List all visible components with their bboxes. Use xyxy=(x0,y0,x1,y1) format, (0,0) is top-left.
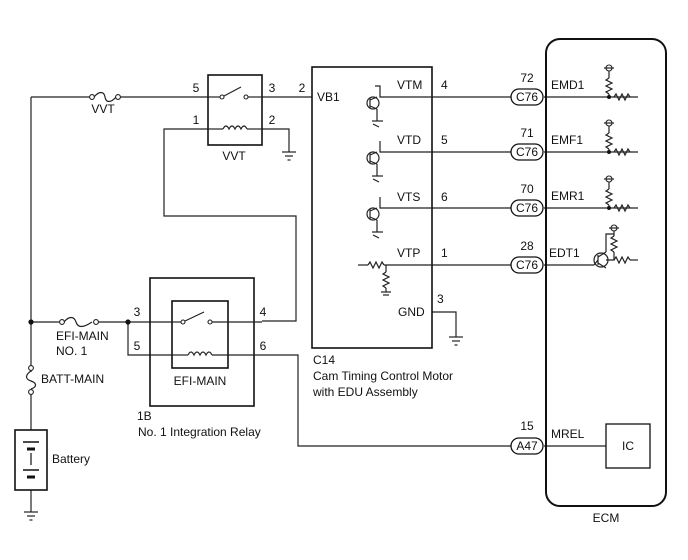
ground-icon xyxy=(24,511,38,521)
vvt-relay-pin-5: 5 xyxy=(193,81,200,95)
vvt-fuse: VVT xyxy=(89,91,121,116)
motor-signal-pin: 5 xyxy=(441,133,448,147)
wire-motor-gnd xyxy=(432,311,457,337)
svg-text:C76: C76 xyxy=(516,90,538,104)
integration-relay-pin-4: 4 xyxy=(260,305,267,319)
vvt-relay-pin-2: 2 xyxy=(269,113,276,127)
motor-vb1-label: VB1 xyxy=(317,90,340,104)
batt-main-fuse: BATT-MAIN xyxy=(25,365,104,395)
efi-fuse-label-1: EFI-MAIN xyxy=(56,329,109,343)
ecm-pin: 71 xyxy=(520,126,534,140)
ic-label: IC xyxy=(622,439,634,453)
battery: Battery xyxy=(14,429,90,491)
connector-c76-edt1: C76 28 xyxy=(510,239,544,274)
junction-dot xyxy=(125,319,131,325)
integration-relay-pin-6: 6 xyxy=(260,339,267,353)
efi-main-fuse: EFI-MAIN NO. 1 xyxy=(56,316,109,358)
ecm-box xyxy=(545,38,667,507)
ecm-signal-label: EMD1 xyxy=(551,78,585,92)
motor-signal-label: VTP xyxy=(397,246,420,260)
motor-vb1-pin: 2 xyxy=(299,81,306,95)
ground-icon xyxy=(449,336,463,346)
motor-signal-pin: 6 xyxy=(441,190,448,204)
battery-label: Battery xyxy=(52,452,90,466)
connector-c76-emd1: C76 72 xyxy=(510,71,544,106)
ecm-pin: 72 xyxy=(520,71,534,85)
motor-signal-label: VTM xyxy=(397,78,422,92)
svg-text:C76: C76 xyxy=(516,145,538,159)
integration-relay-outer-box xyxy=(149,277,255,407)
motor-name-line1: Cam Timing Control Motor xyxy=(313,369,453,383)
ecm-label: ECM xyxy=(593,511,620,525)
svg-text:C76: C76 xyxy=(516,258,538,272)
connector-c76-emr1: C76 70 xyxy=(510,182,544,217)
wire-vvt-coil-ground xyxy=(262,128,290,152)
ecm: EMD1 EMF1 EMR1 EDT1 MREL ECM IC xyxy=(545,38,667,525)
integration-relay-name: No. 1 Integration Relay xyxy=(138,425,261,439)
vvt-relay-label: VVT xyxy=(222,149,246,163)
vvt-relay-box xyxy=(207,74,263,146)
motor-connector-label: C14 xyxy=(313,353,335,367)
motor-signal-pin: 4 xyxy=(441,78,448,92)
junction-dot xyxy=(28,319,34,325)
connector-c76-emf1: C76 71 xyxy=(510,126,544,161)
vvt-relay-pin-1: 1 xyxy=(193,113,200,127)
pullup-resistor-icon xyxy=(604,64,631,102)
integration-relay-pin-5: 5 xyxy=(134,339,141,353)
vvt-fuse-label: VVT xyxy=(91,102,115,116)
pullup-resistor-icon xyxy=(604,119,631,157)
vvt-relay-pin-3: 3 xyxy=(269,81,276,95)
coil-icon xyxy=(187,351,213,357)
cam-timing-motor: 2 VB1 xyxy=(299,66,453,399)
integration-relay-inner-label: EFI-MAIN xyxy=(174,374,227,388)
motor-signal-pin: 1 xyxy=(441,246,448,260)
wire-mrel xyxy=(256,354,512,447)
svg-text:A47: A47 xyxy=(516,439,538,453)
batt-fuse-label: BATT-MAIN xyxy=(41,372,104,386)
transistor-icon xyxy=(366,85,432,128)
ecm-signal-label: EDT1 xyxy=(549,246,580,260)
efi-fuse-label-2: NO. 1 xyxy=(56,344,88,358)
integration-relay-pin-3: 3 xyxy=(134,305,141,319)
ecm-pin: 15 xyxy=(520,419,534,433)
transistor-icon xyxy=(366,141,432,183)
transistor-icon xyxy=(366,197,432,239)
integration-relay: EFI-MAIN 3 4 5 6 1B No. 1 Integration Re… xyxy=(134,277,267,439)
wire-efi-coil-feed xyxy=(127,322,172,356)
motor-signal-label: VTS xyxy=(397,190,420,204)
ecm-mrel-label: MREL xyxy=(551,427,585,441)
ecm-signal-label: EMR1 xyxy=(551,189,585,203)
ecm-signal-label: EMF1 xyxy=(551,133,583,147)
pullup-resistor-icon xyxy=(604,175,631,213)
battery-box xyxy=(14,429,48,491)
ecm-pin: 70 xyxy=(520,182,534,196)
motor-gnd-pin: 3 xyxy=(437,292,444,306)
wire-vvt-coil-feed xyxy=(163,128,297,322)
motor-gnd-label: GND xyxy=(398,305,425,319)
connector-a47-mrel: A47 15 xyxy=(510,419,544,455)
ic-box xyxy=(605,423,651,469)
motor-name-line2: with EDU Assembly xyxy=(312,385,418,399)
svg-text:C76: C76 xyxy=(516,201,538,215)
ground-icon xyxy=(282,151,296,161)
coil-icon xyxy=(222,125,248,131)
wires xyxy=(30,96,638,512)
transistor-icon xyxy=(593,224,638,269)
ecm-pin: 28 xyxy=(520,239,534,253)
motor-signal-label: VTD xyxy=(397,133,421,147)
resistor-icon xyxy=(358,260,432,296)
integration-relay-inner-box xyxy=(171,300,229,369)
vvt-relay: 5 3 1 2 VVT xyxy=(193,74,276,163)
integration-relay-connector: 1B xyxy=(137,409,152,423)
